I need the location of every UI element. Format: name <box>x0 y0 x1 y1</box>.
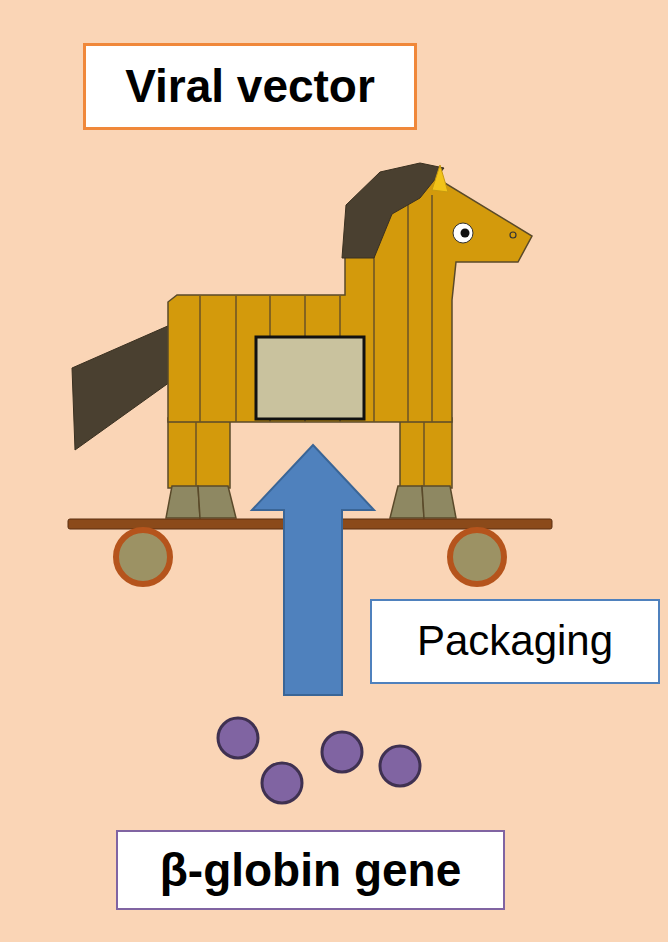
horse-ear <box>432 165 448 192</box>
horse-hoof <box>166 486 200 518</box>
horse-hoof <box>390 486 424 518</box>
gene-dot <box>322 732 362 772</box>
gene-dot <box>380 746 420 786</box>
horse-leg <box>168 418 230 488</box>
horse-door <box>256 337 364 419</box>
horse-wheel <box>450 530 504 584</box>
gene-label-box: β-globin gene <box>116 830 505 910</box>
plank-line <box>235 296 237 422</box>
horse-mane <box>342 163 444 258</box>
plank-line <box>423 422 425 486</box>
horse-nostril <box>510 232 516 238</box>
horse-planks <box>196 195 432 486</box>
plank-line <box>407 205 409 422</box>
plank-line <box>199 296 201 422</box>
horse-eye <box>453 223 473 243</box>
packaging-arrow <box>252 445 374 695</box>
gene-dot <box>218 718 258 758</box>
horse-hoof <box>198 486 236 518</box>
box-label: Packaging <box>417 618 613 664</box>
gene-dots <box>218 718 420 803</box>
plank-line <box>431 195 433 422</box>
process-label-box: Packaging <box>370 599 660 684</box>
plank-line <box>195 422 197 486</box>
box-label: β-globin gene <box>160 845 462 896</box>
horse-tail <box>72 325 170 450</box>
box-label: Viral vector <box>125 61 375 112</box>
horse-leg <box>400 418 452 488</box>
horse-pupil <box>461 229 470 238</box>
gene-dot <box>262 763 302 803</box>
horse-hoof <box>422 486 456 518</box>
horse-wheel <box>116 530 170 584</box>
title-box: Viral vector <box>83 43 417 130</box>
